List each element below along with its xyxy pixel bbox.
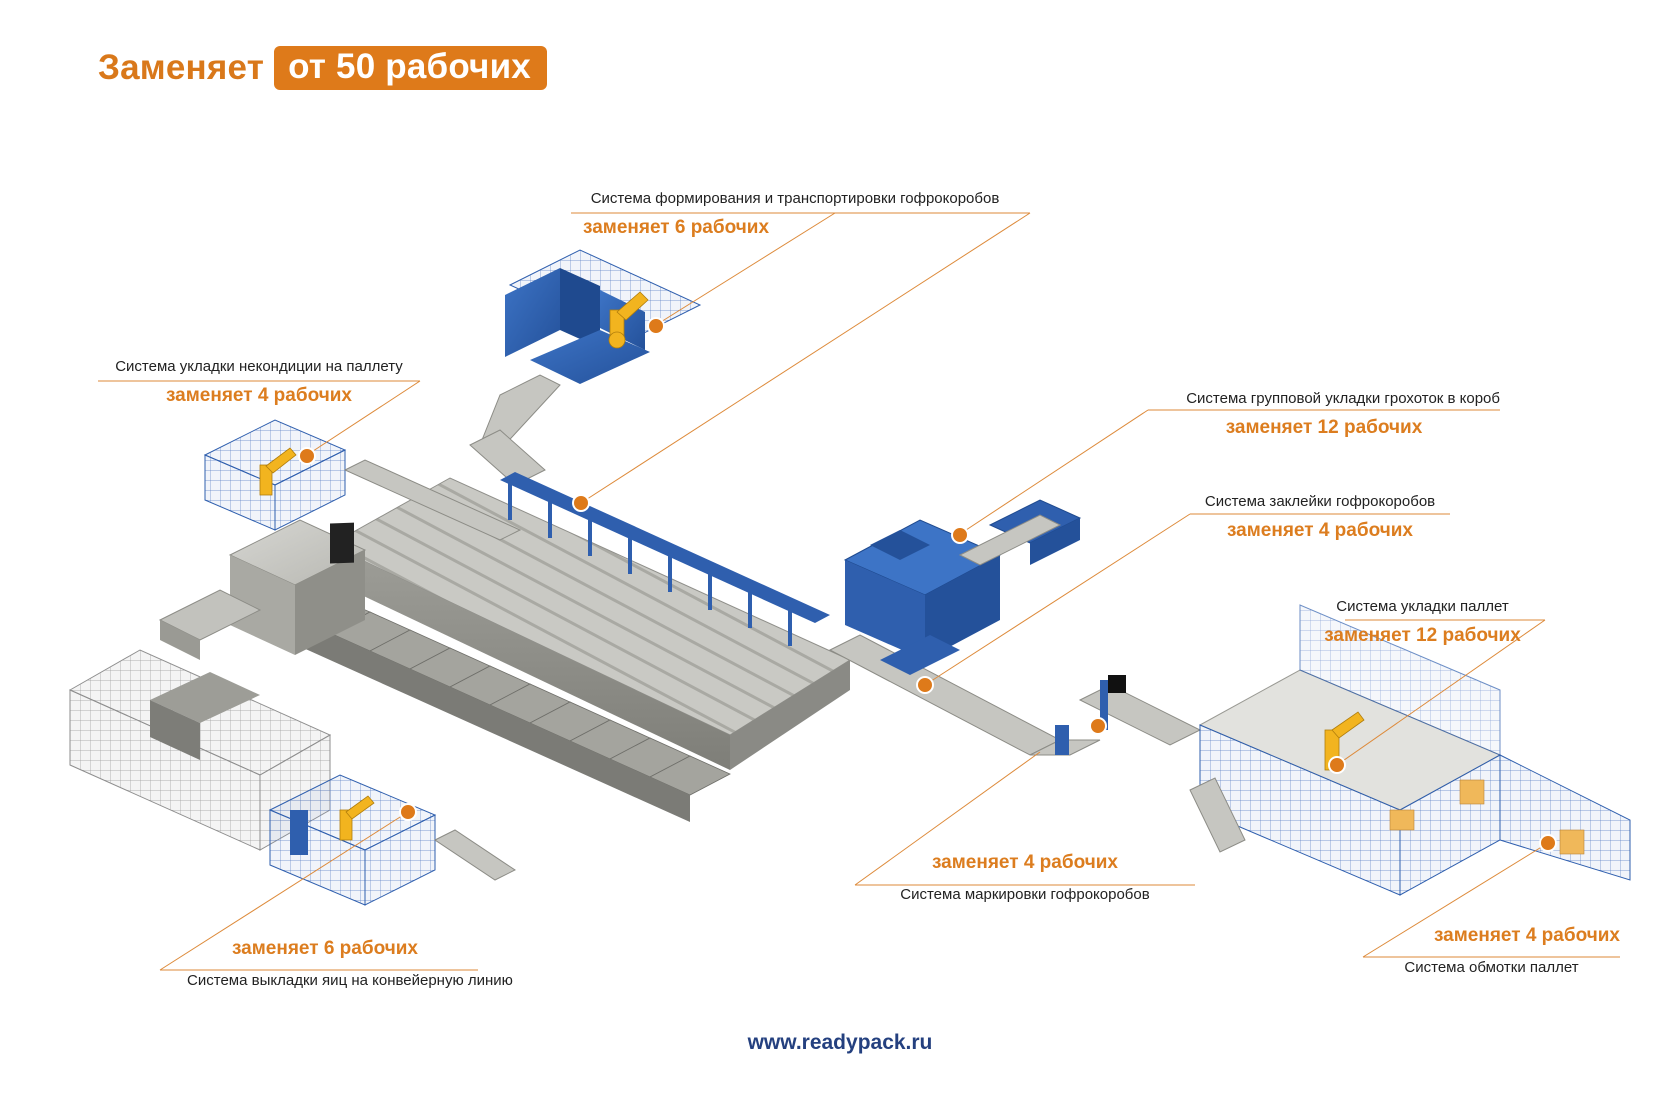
callout-title: Система заклейки гофрокоробов	[1204, 493, 1436, 510]
grading-machine	[289, 477, 852, 822]
callout-count: заменяет 6 рабочих	[583, 217, 770, 238]
marker-reject-palletizing	[298, 447, 316, 465]
callout-box-forming: Система формирования и транспортировки г…	[560, 190, 1030, 239]
marker-box-transport	[572, 494, 590, 512]
marker-box-forming	[647, 317, 665, 335]
headline-prefix: Заменяет	[98, 48, 265, 87]
leader-lines	[98, 212, 1620, 971]
marker-egg-loading	[399, 803, 417, 821]
callout-title: Система формирования и транспортировки г…	[590, 190, 1000, 207]
callout-box-sealing: Система заклейки гофрокоробов заменяет 4…	[1190, 493, 1450, 542]
callout-title: Система выкладки яиц на конвейерную лини…	[187, 972, 513, 989]
callout-count: заменяет 12 рабочих	[1324, 625, 1521, 646]
callout-reject-palletizing: Система укладки некондиции на паллету за…	[98, 358, 420, 407]
system-markers	[298, 317, 1557, 852]
callout-count: заменяет 4 рабочих	[1433, 925, 1620, 946]
callout-box-marking: заменяет 4 рабочих Система маркировки го…	[855, 852, 1195, 903]
marker-pallet-wrapping	[1539, 834, 1557, 852]
reject-palletizing-cell	[203, 419, 522, 541]
callout-count: заменяет 4 рабочих	[931, 852, 1118, 873]
callout-pallet-wrapping: заменяет 4 рабочих Система обмотки палле…	[1363, 925, 1620, 976]
tray-packing-machine	[843, 499, 1082, 660]
egg-loading-cell	[268, 774, 516, 906]
marker-tray-packing	[951, 526, 969, 544]
callout-count: заменяет 12 рабочих	[1225, 417, 1423, 438]
sealing-marking-line	[828, 634, 1202, 756]
marker-box-sealing	[916, 676, 934, 694]
callout-egg-loading: заменяет 6 рабочих Система выкладки яиц …	[160, 938, 540, 989]
marker-box-marking	[1089, 717, 1107, 735]
callout-title: Система укладки некондиции на паллету	[115, 358, 403, 375]
callout-title: Система укладки паллет	[1336, 598, 1509, 615]
headline-badge: от 50 рабочих	[274, 46, 547, 90]
box-forming-cell	[469, 249, 702, 486]
egg-loader-unit	[158, 519, 367, 660]
marker-palletizing	[1328, 756, 1346, 774]
callout-count: заменяет 4 рабочих	[1226, 520, 1413, 541]
callout-count: заменяет 6 рабочих	[231, 938, 418, 959]
headline: Заменяет от 50 рабочих	[98, 46, 547, 90]
callout-title: Система групповой укладки грохоток в кор…	[1186, 390, 1500, 407]
callout-title: Система обмотки паллет	[1404, 959, 1579, 976]
palletizing-cell	[1189, 604, 1631, 896]
callout-title: Система маркировки гофрокоробов	[900, 886, 1150, 903]
callout-palletizing: Система укладки паллет заменяет 12 рабоч…	[1300, 598, 1545, 647]
washer-enclosure	[68, 649, 332, 851]
callout-count: заменяет 4 рабочих	[165, 385, 352, 406]
website-link[interactable]: www.readypack.ru	[747, 1031, 933, 1054]
callout-tray-group-packing: Система групповой укладки грохоток в кор…	[1148, 390, 1500, 439]
